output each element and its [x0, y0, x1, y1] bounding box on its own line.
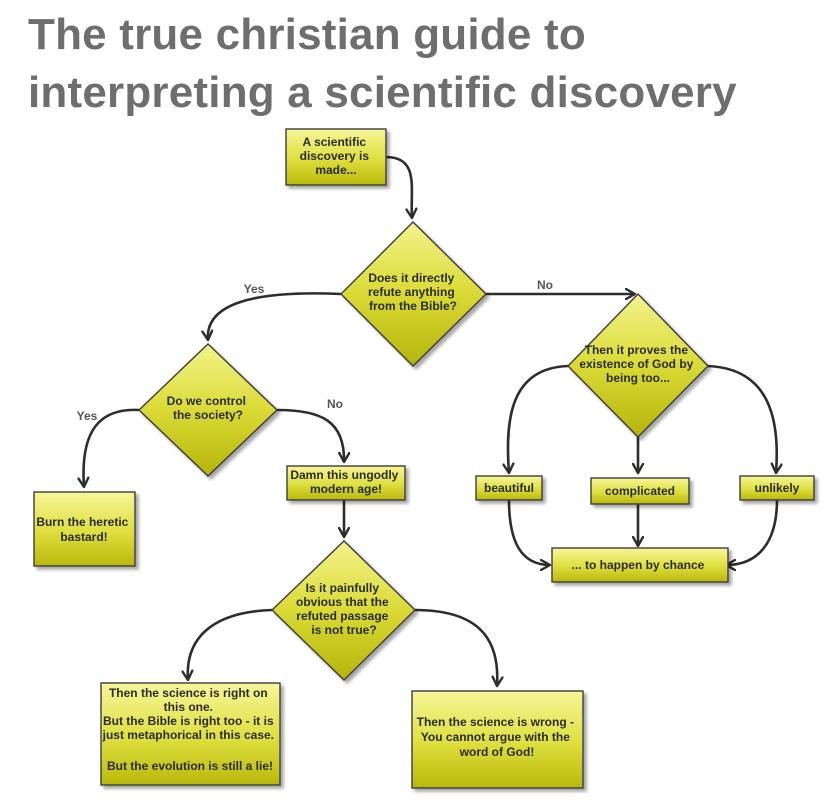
node-damn-line: Damn this ungodly	[290, 468, 398, 482]
node-start: A scientific discovery is made...	[285, 128, 387, 186]
decision-obvious-line: refuted passage	[296, 609, 388, 623]
svg-text:unlikely: unlikely	[755, 481, 800, 495]
svg-text:Burn the heretic bastard: Burn the heretic bastard!	[36, 515, 131, 544]
node-unlikely: unlikely	[739, 475, 815, 501]
svg-text:beautiful: beautiful	[484, 481, 534, 495]
node-science-wrong-line: word of God!	[459, 745, 535, 759]
node-science-wrong-line: You cannot argue with the	[421, 730, 570, 744]
svg-text:Then the science is right on: Then the science is right on this one. B…	[102, 686, 278, 773]
svg-text:Damn this ungodly modern: Damn this ungodly modern age!	[290, 468, 401, 496]
edge-label-control-yes: Yes	[77, 409, 98, 423]
node-metaphorical-line: just metaphorical in this case.	[102, 728, 274, 742]
svg-text:Does it directly refute: Does it directly refute anything from th…	[368, 271, 458, 313]
node-unlikely-label: unlikely	[755, 481, 800, 495]
connector-control-no	[276, 408, 344, 462]
node-chance-label: ... to happen by chance	[572, 558, 705, 572]
connector-proves-to-unlikely	[706, 364, 777, 473]
svg-text:Do we control the societ: Do we control the society?	[167, 394, 250, 422]
connector-unlikely-to-chance	[726, 499, 779, 565]
node-start-line: A scientific	[303, 135, 367, 149]
connector-control-yes	[83, 408, 140, 487]
node-start-line: discovery is	[300, 149, 370, 163]
svg-text:Then the science is wrong -: Then the science is wrong - You cannot a…	[417, 715, 578, 759]
svg-text:... to happen by chance: ... to happen by chance	[572, 558, 705, 572]
svg-text:Is it painfully obvious: Is it painfully obvious that the refuted…	[296, 581, 392, 637]
decision-control-line: Do we control	[167, 394, 246, 408]
chart-title: The true christian guide to interpreting…	[28, 6, 828, 122]
decision-proves-god: Then it proves the existence of God by b…	[567, 292, 709, 438]
title-line-2: interpreting a scientific discovery	[28, 68, 737, 117]
decision-control: Do we control the society?	[137, 343, 279, 477]
node-beautiful: beautiful	[475, 475, 543, 501]
decision-proves-line: being too...	[606, 371, 670, 385]
decision-refute: Does it directly refute anything from th…	[340, 221, 487, 367]
decision-obvious-line: Is it painfully	[306, 581, 380, 595]
edge-label-control-no: No	[327, 397, 343, 411]
node-chance: ... to happen by chance	[551, 547, 729, 583]
node-metaphorical-line: But the Bible is right too - it is	[103, 714, 274, 728]
node-damn-line: modern age!	[310, 482, 382, 496]
decision-refute-line: Does it directly	[368, 271, 454, 285]
decision-refute-line: refute anything	[368, 285, 455, 299]
svg-text:Then it proves the exist: Then it proves the existence of God by b…	[579, 343, 696, 385]
svg-text:A scientific discovery i: A scientific discovery is made...	[300, 135, 373, 177]
edge-label-refute-no: No	[537, 278, 553, 292]
node-metaphorical: Then the science is right on this one. B…	[100, 682, 281, 786]
title-line-1: The true christian guide to	[28, 10, 586, 59]
node-beautiful-label: beautiful	[484, 481, 534, 495]
svg-text:complicated: complicated	[605, 484, 675, 498]
decision-proves-line: existence of God by	[579, 357, 693, 371]
node-start-line: made...	[315, 163, 356, 177]
connector-beautiful-to-chance	[507, 499, 550, 565]
connector-obvious-to-wrong	[414, 608, 497, 686]
connector-refute-yes	[208, 292, 342, 340]
decision-control-line: the society?	[173, 408, 243, 422]
decision-refute-line: from the Bible?	[369, 299, 457, 313]
node-burn: Burn the heretic bastard!	[33, 491, 136, 567]
node-burn-line: bastard!	[60, 530, 107, 544]
node-complicated: complicated	[590, 477, 690, 505]
node-science-wrong: Then the science is wrong - You cannot a…	[411, 690, 584, 789]
edge-label-refute-yes: Yes	[244, 282, 265, 296]
decision-obvious-line: obvious that the	[296, 595, 389, 609]
node-metaphorical-line: this one.	[164, 700, 213, 714]
decision-proves-line: Then it proves the	[585, 343, 689, 357]
node-damn-age: Damn this ungodly modern age!	[286, 465, 406, 501]
connector-start-to-refute	[385, 155, 412, 218]
node-complicated-label: complicated	[605, 484, 675, 498]
connector-obvious-to-metaphorical	[188, 608, 273, 680]
decision-obvious: Is it painfully obvious that the refuted…	[270, 540, 417, 681]
node-metaphorical-line: Then the science is right on	[109, 686, 268, 700]
connector-proves-to-beautiful	[508, 364, 569, 473]
node-burn-line: Burn the heretic	[36, 515, 128, 529]
node-science-wrong-line: Then the science is wrong -	[417, 715, 574, 729]
decision-obvious-line: is not true?	[311, 623, 376, 637]
node-metaphorical-line: But the evolution is still a lie!	[107, 759, 273, 773]
connectors	[83, 155, 779, 686]
